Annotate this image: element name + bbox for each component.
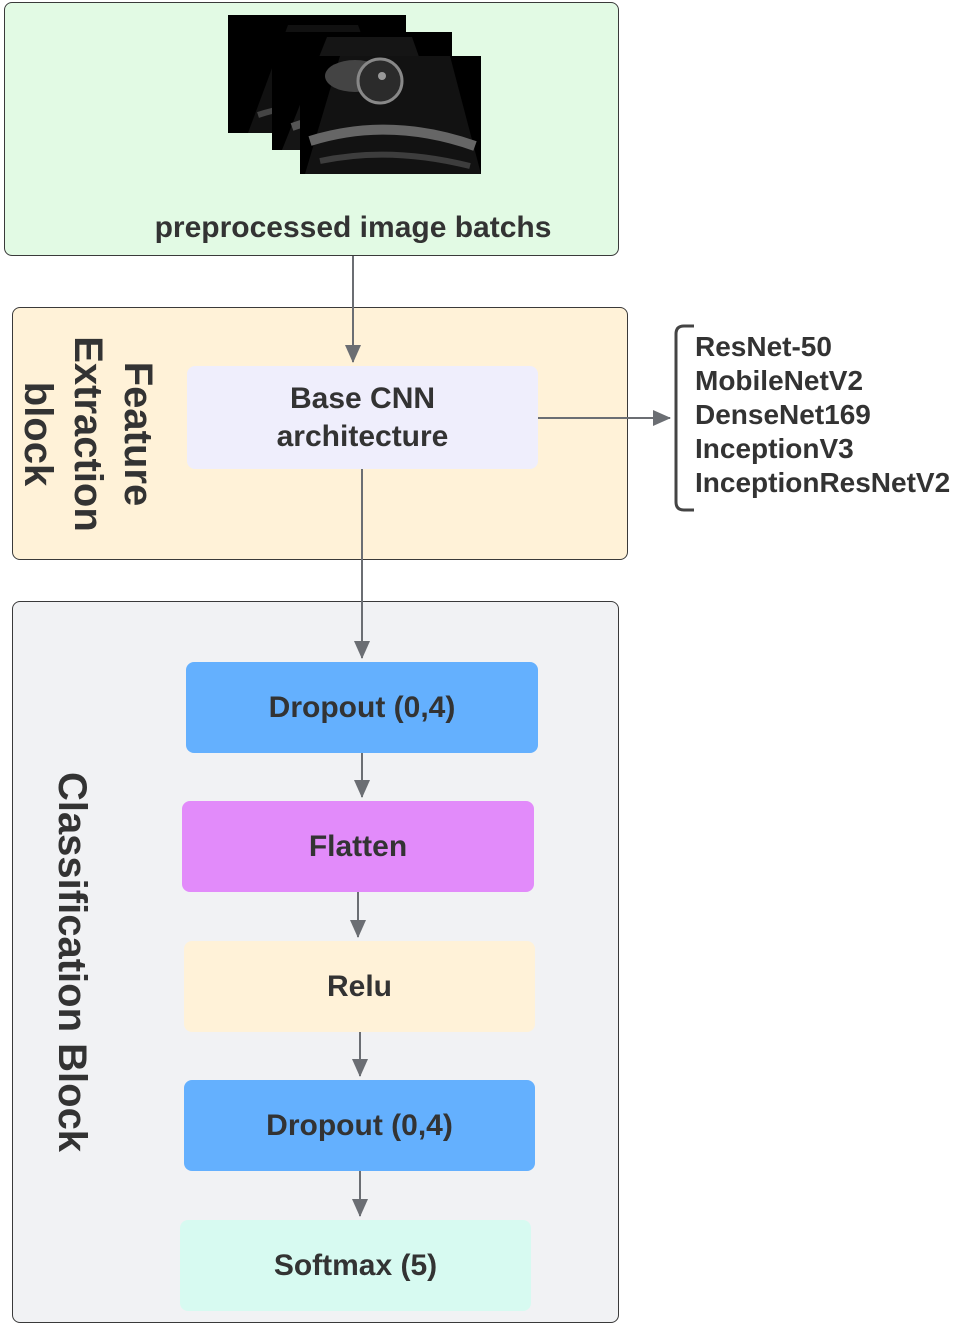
model-item: InceptionResNetV2 [695,467,951,498]
ultrasound-image-3 [300,56,481,174]
model-item: DenseNet169 [695,399,871,430]
feature-label-line2: Extraction [66,336,110,532]
base-cnn-line2: architecture [276,419,449,453]
model-item: MobileNetV2 [695,365,864,396]
model-list-bracket [674,324,694,512]
flatten-layer: Flatten [182,801,534,892]
base-cnn-block: Base CNN architecture [187,366,538,469]
model-item: ResNet-50 [695,331,832,362]
relu-layer: Relu [184,941,535,1032]
dropout-layer-2: Dropout (0,4) [184,1080,535,1171]
feature-label-line1: Feature [116,361,160,507]
model-list: ResNet-50 MobileNetV2 DenseNet169 Incept… [695,330,950,500]
model-item: InceptionV3 [695,433,854,464]
feature-extraction-label: Feature Extraction block [13,336,163,532]
dropout-layer-1: Dropout (0,4) [186,662,538,753]
feature-label-line3: block [16,381,60,487]
base-cnn-line1: Base CNN [289,381,436,415]
input-caption: preprocessed image batchs [154,211,552,244]
softmax-layer: Softmax (5) [180,1220,531,1311]
classification-block-label: Classification Block [50,771,94,1153]
